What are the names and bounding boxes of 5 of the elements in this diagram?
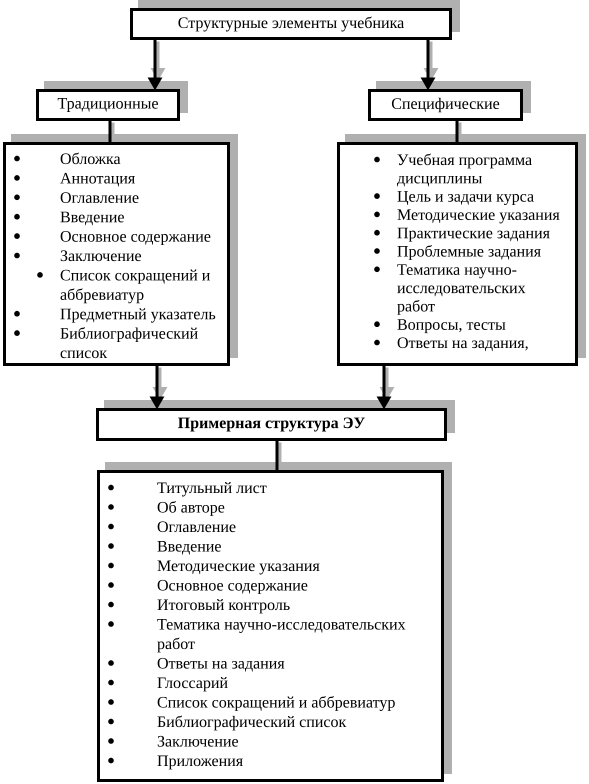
category-box: Специфические [368,81,531,121]
category-box: Традиционные [36,81,188,121]
connector-line [276,440,282,472]
heading-box: Примерная структура ЭУ [96,400,455,441]
heading-box: Структурные элементы учебника [130,0,460,40]
